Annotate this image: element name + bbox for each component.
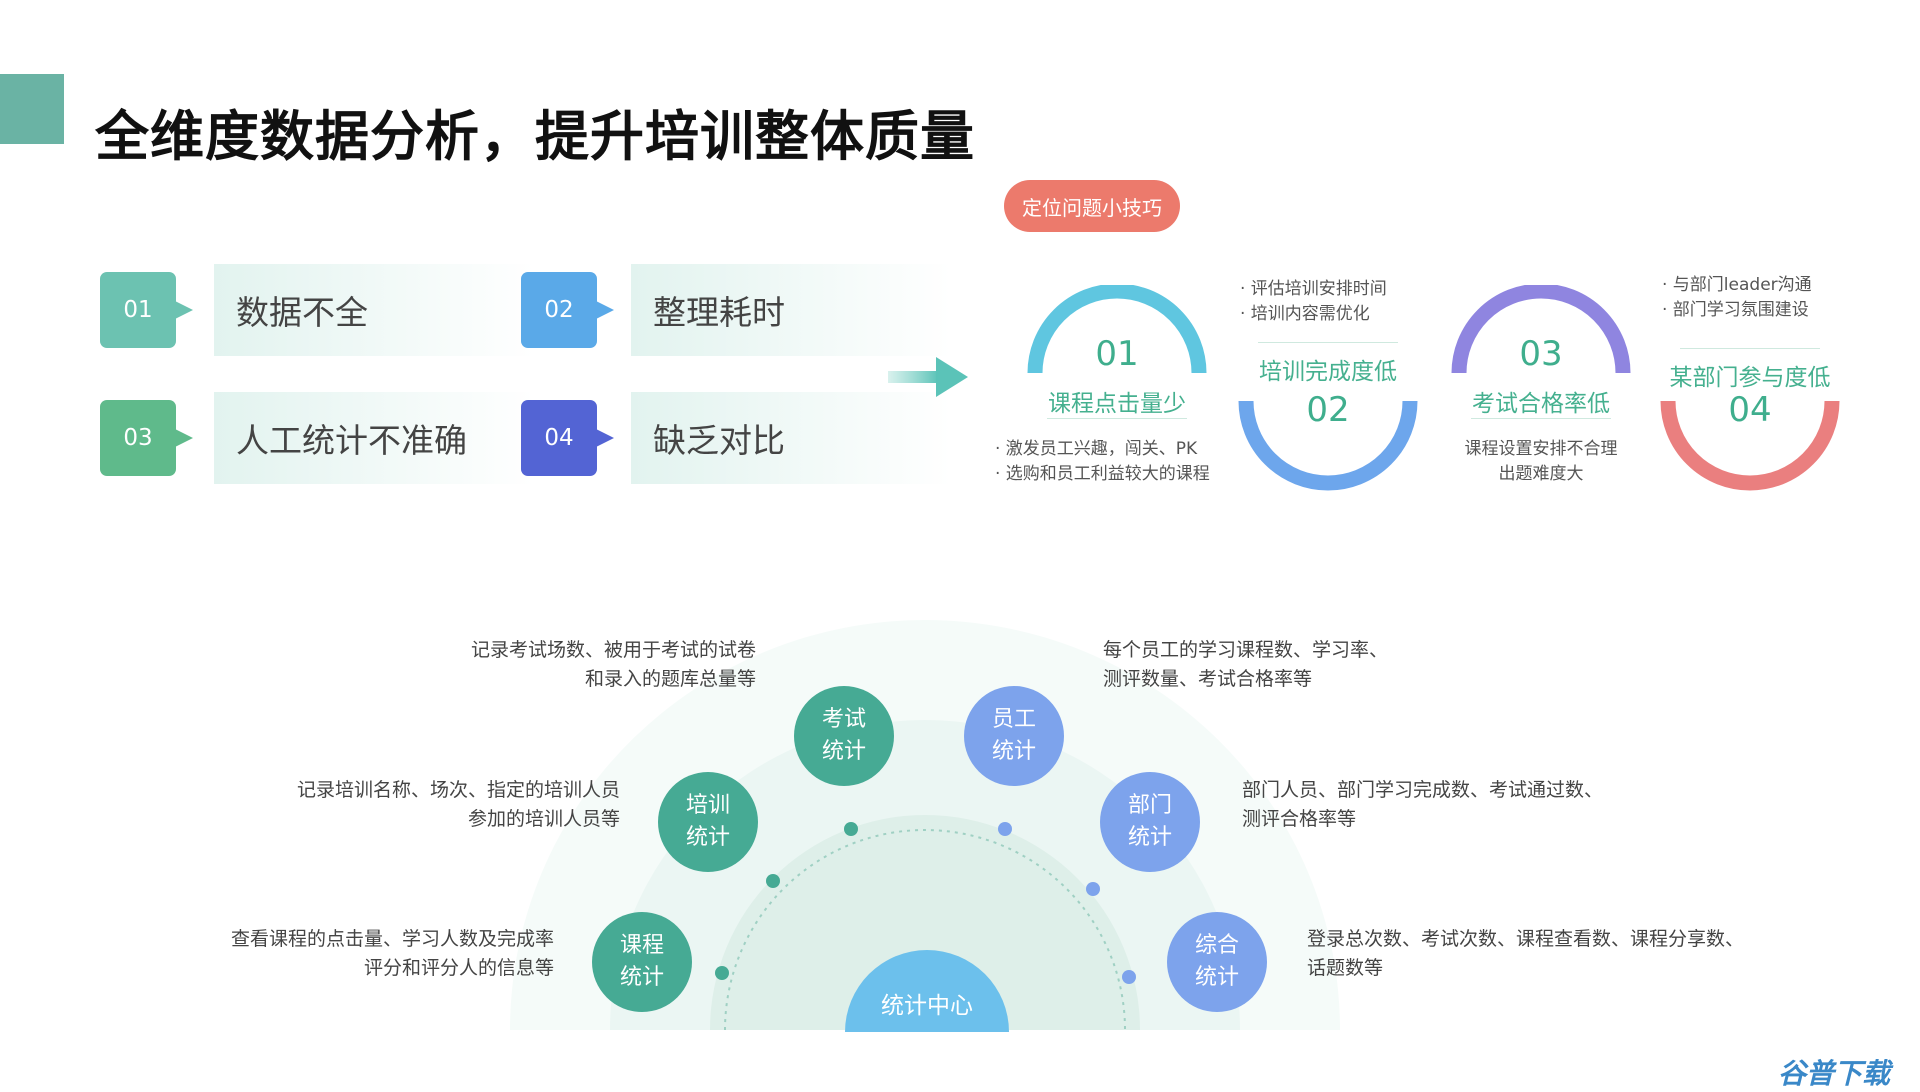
ring-note: · 评估培训安排时间 [1240, 279, 1387, 299]
ring-note: · 激发员工兴趣，闯关、PK [995, 439, 1198, 459]
node-employee-stats: 员工统计 [964, 686, 1064, 786]
node-label: 考试统计 [821, 707, 866, 764]
arrow-right-icon [888, 357, 968, 397]
ring-note: · 与部门leader沟通 [1662, 275, 1812, 295]
node-label: 综合统计 [1194, 933, 1239, 990]
node-course-stats: 课程统计 [592, 912, 692, 1012]
problem-badge-number: 02 [544, 297, 574, 323]
node-description: 记录考试场数、被用于考试的试卷和录入的题库总量等 [470, 639, 756, 690]
divider [1680, 348, 1820, 349]
problem-badge [521, 272, 614, 348]
node-description: 查看课程的点击量、学习人数及完成率评分和评分人的信息等 [230, 928, 554, 979]
divider [1471, 418, 1611, 419]
ring-note: 出题难度大 [1498, 464, 1584, 484]
connector-dot [844, 822, 858, 836]
problem-badge-number: 01 [123, 297, 153, 323]
ring-04 [1660, 400, 1840, 491]
ring-03 [1451, 285, 1631, 374]
ring-number: 04 [1728, 390, 1772, 430]
node-description: 每个员工的学习课程数、学习率、测评数量、考试合格率等 [1103, 639, 1389, 690]
node-label: 课程统计 [619, 933, 664, 990]
title-accent-block [0, 74, 64, 144]
problem-label: 缺乏对比 [631, 392, 951, 484]
node-description: 记录培训名称、场次、指定的培训人员参加的培训人员等 [296, 779, 620, 830]
problem-label: 整理耗时 [631, 264, 951, 356]
problem-badge [100, 400, 193, 476]
node-label: 培训统计 [685, 793, 730, 850]
problem-badge-number: 03 [123, 425, 153, 451]
node-department-stats: 部门统计 [1100, 772, 1200, 872]
ring-note: · 选购和员工利益较大的课程 [995, 464, 1210, 484]
ring-label: 某部门参与度低 [1669, 365, 1831, 391]
node-description: 登录总次数、考试次数、课程查看数、课程分享数、话题数等 [1307, 928, 1745, 979]
stats-center-label: 统计中心 [881, 993, 973, 1019]
diagram-background [510, 620, 1340, 1030]
ring-label: 培训完成度低 [1259, 359, 1397, 385]
tips-pill: 定位问题小技巧 [1004, 180, 1180, 232]
ring-02 [1238, 400, 1418, 491]
problem-badge-number: 04 [544, 425, 574, 451]
divider [1258, 342, 1398, 343]
connector-dot [766, 874, 780, 888]
connector-dot [998, 822, 1012, 836]
node-overall-stats: 综合统计 [1167, 912, 1267, 1012]
node-exam-stats: 考试统计 [794, 686, 894, 786]
node-description: 部门人员、部门学习完成数、考试通过数、测评合格率等 [1242, 779, 1604, 830]
ring-number: 01 [1095, 334, 1139, 374]
ring-number: 03 [1519, 334, 1563, 374]
problem-badge: 01 [100, 272, 193, 348]
ring-note: 课程设置安排不合理 [1464, 439, 1618, 459]
problem-label: 人工统计不准确 [214, 392, 534, 484]
divider [1047, 418, 1187, 419]
node-label: 部门统计 [1127, 793, 1172, 850]
connector-dot [715, 966, 729, 980]
ring-01 [1027, 285, 1207, 374]
ring-note: · 培训内容需优化 [1240, 304, 1370, 324]
ring-note: · 部门学习氛围建设 [1662, 300, 1809, 320]
connector-dot [1122, 970, 1136, 984]
ring-label: 课程点击量少 [1048, 391, 1186, 417]
node-training-stats: 培训统计 [658, 772, 758, 872]
page-title: 全维度数据分析，提升培训整体质量 [95, 105, 975, 168]
ring-label: 考试合格率低 [1472, 391, 1610, 417]
problem-label: 数据不全 [214, 264, 534, 356]
watermark-logo: 谷普下载 [1777, 1057, 1890, 1090]
connector-dot [1086, 882, 1100, 896]
node-label: 员工统计 [991, 707, 1036, 764]
ring-number: 02 [1306, 390, 1350, 430]
problem-badge [521, 400, 614, 476]
